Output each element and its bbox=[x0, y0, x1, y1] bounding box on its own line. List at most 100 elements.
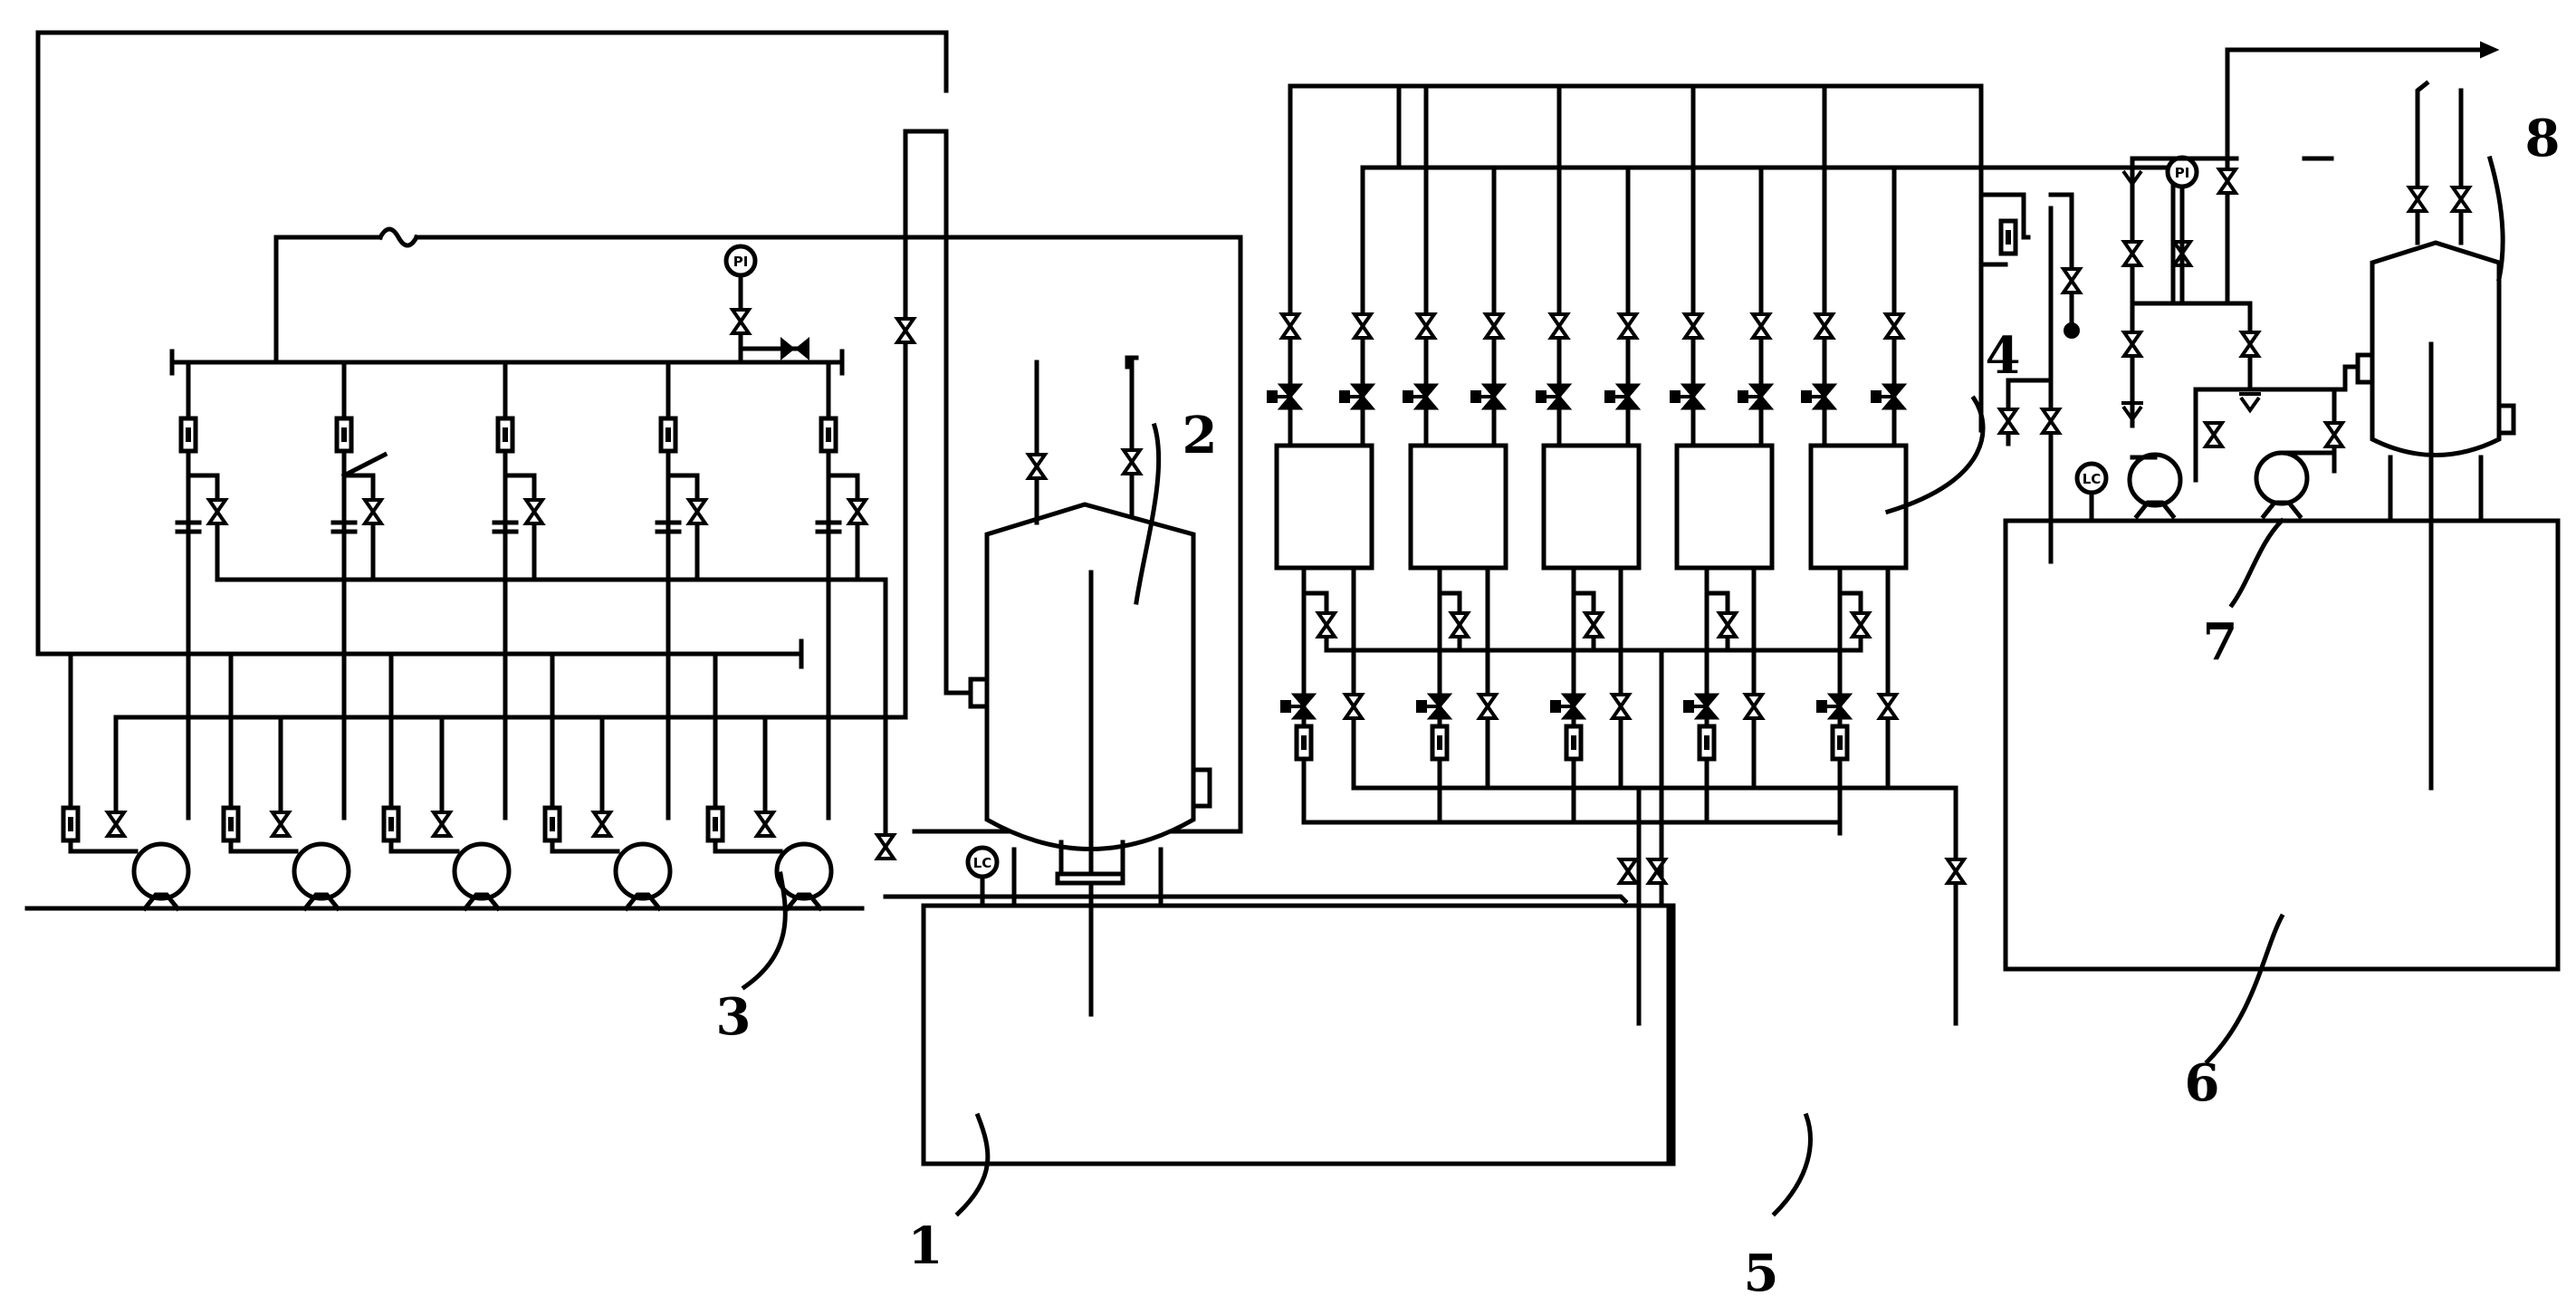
pressure-indicator-icon: PI bbox=[723, 244, 758, 278]
gate-valve-icon bbox=[1815, 312, 1834, 340]
gate-valve-icon bbox=[1618, 858, 1638, 885]
control-valve-icon bbox=[1548, 693, 1585, 720]
gate-valve-icon bbox=[687, 498, 707, 525]
flow-meter-icon bbox=[337, 418, 351, 451]
gate-valve-icon bbox=[1584, 611, 1604, 638]
gate-valve-icon bbox=[1683, 312, 1703, 340]
gate-valve-icon bbox=[1344, 693, 1364, 720]
gate-valve-icon bbox=[271, 811, 291, 838]
flow-meter-icon bbox=[498, 418, 512, 451]
pump-icon bbox=[292, 841, 351, 912]
callout-3: 3 bbox=[716, 987, 752, 1047]
flow-meter-icon bbox=[661, 418, 675, 451]
gate-valve-icon bbox=[1416, 312, 1436, 340]
gate-valve-icon bbox=[1611, 693, 1631, 720]
gate-valve-icon bbox=[1027, 453, 1047, 480]
flow-meter-icon bbox=[1432, 726, 1447, 759]
gate-valve-icon bbox=[106, 811, 126, 838]
callout-leaders bbox=[741, 155, 2505, 1217]
tank-6-section: LC PI bbox=[1978, 41, 2561, 972]
gate-valve-icon bbox=[1884, 312, 1904, 340]
callout-8: 8 bbox=[2525, 109, 2561, 168]
pump-icon bbox=[613, 841, 673, 912]
callout-7: 7 bbox=[2203, 612, 2238, 672]
gate-valve-icon bbox=[2122, 240, 2142, 267]
pump-icon bbox=[131, 841, 191, 912]
gate-valve-icon bbox=[1280, 312, 1300, 340]
gate-valve-icon bbox=[895, 317, 915, 344]
flow-meter-icon bbox=[224, 808, 238, 840]
gate-valve-icon bbox=[755, 811, 775, 838]
flow-meter-icon bbox=[1297, 726, 1311, 759]
gate-valve-icon bbox=[2062, 267, 2082, 294]
gate-valve-icon bbox=[1484, 312, 1504, 340]
indicator-icon bbox=[2064, 322, 2080, 339]
control-valve-icon bbox=[1869, 383, 1906, 410]
gate-valve-icon bbox=[1353, 312, 1373, 340]
pump-icon bbox=[2254, 450, 2337, 520]
control-valve-icon bbox=[1736, 383, 1773, 410]
gate-valve-icon bbox=[2324, 421, 2344, 448]
gate-valve-icon bbox=[1549, 312, 1569, 340]
control-valve-icon bbox=[1681, 693, 1719, 720]
pump-icon bbox=[2127, 452, 2183, 520]
control-valve-icon bbox=[1668, 383, 1705, 410]
pump-manifold-section: PI bbox=[24, 30, 1243, 912]
gate-valve-icon bbox=[1751, 312, 1771, 340]
gate-valve-icon bbox=[847, 498, 867, 525]
filter-bank-4 bbox=[1265, 83, 2176, 1026]
svg-text:LC: LC bbox=[973, 855, 992, 871]
flow-meter-icon bbox=[1833, 726, 1847, 759]
gate-valve-icon bbox=[592, 811, 612, 838]
gate-valve-icon bbox=[2041, 408, 2061, 435]
control-valve-icon bbox=[1401, 383, 1438, 410]
check-valve-icon bbox=[2237, 392, 2263, 412]
callout-5: 5 bbox=[1744, 1243, 1779, 1303]
svg-text:PI: PI bbox=[2175, 165, 2190, 181]
flow-meter-icon bbox=[181, 418, 196, 451]
control-valve-icon bbox=[1799, 383, 1836, 410]
gate-valve-icon bbox=[363, 498, 383, 525]
flow-meter-icon bbox=[384, 808, 398, 840]
orifice-plate-icon bbox=[175, 520, 842, 534]
callout-1: 1 bbox=[908, 1216, 943, 1276]
gate-valve-icon bbox=[2451, 186, 2471, 213]
level-controller-icon: LC bbox=[965, 845, 1000, 879]
gate-valve-icon bbox=[2204, 421, 2224, 448]
control-valve-icon bbox=[1265, 383, 1302, 410]
gate-valve-icon bbox=[1851, 611, 1871, 638]
gate-valve-icon bbox=[2217, 168, 2237, 195]
pump-icon bbox=[452, 841, 512, 912]
gate-valve-icon bbox=[1744, 693, 1764, 720]
vessel-2 bbox=[943, 129, 1212, 1017]
gate-valve-icon bbox=[432, 811, 452, 838]
gate-valve-icon bbox=[2240, 331, 2260, 358]
gate-valve-icon bbox=[524, 498, 544, 525]
flow-meter-icon bbox=[821, 418, 836, 451]
callout-2: 2 bbox=[1183, 406, 1218, 466]
tank-1-and-5: LC bbox=[883, 845, 1676, 1166]
gate-valve-icon bbox=[1998, 408, 2018, 435]
inline-valve-icon bbox=[780, 337, 809, 360]
svg-text:LC: LC bbox=[2083, 471, 2102, 487]
level-controller-icon: LC bbox=[2074, 461, 2109, 495]
control-valve-icon bbox=[1414, 693, 1451, 720]
flow-meter-icon bbox=[545, 808, 560, 840]
callout-labels: 1 2 3 4 5 6 7 8 bbox=[716, 109, 2561, 1303]
gate-valve-icon bbox=[1450, 611, 1470, 638]
callout-4: 4 bbox=[1986, 326, 2021, 386]
gate-valve-icon bbox=[207, 498, 227, 525]
gate-valve-icon bbox=[1878, 693, 1898, 720]
gate-valve-icon bbox=[1718, 611, 1738, 638]
control-valve-icon bbox=[1815, 693, 1852, 720]
gate-valve-icon bbox=[1122, 448, 1142, 475]
svg-text:PI: PI bbox=[733, 254, 749, 270]
control-valve-icon bbox=[1337, 383, 1374, 410]
flow-meter-icon bbox=[1566, 726, 1581, 759]
control-valve-icon bbox=[1603, 383, 1640, 410]
gate-valve-icon bbox=[876, 833, 895, 860]
gate-valve-icon bbox=[1946, 858, 1966, 885]
gate-valve-icon bbox=[731, 308, 751, 335]
gate-valve-icon bbox=[1317, 611, 1336, 638]
